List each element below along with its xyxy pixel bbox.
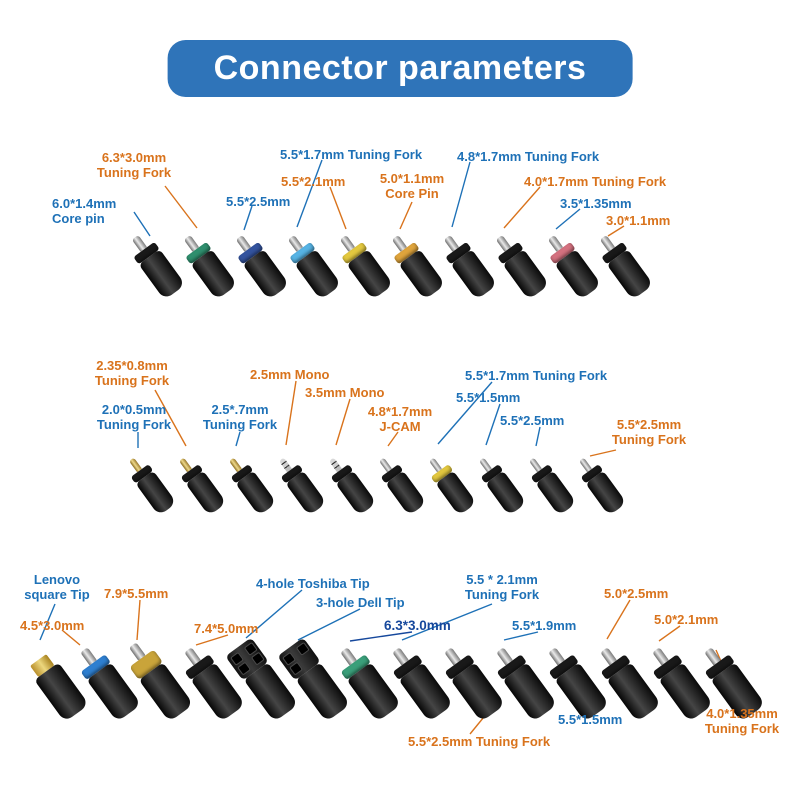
connector-strip-2 [128,440,675,516]
tip-hole [295,642,310,657]
connector-6.0x1.4mm-core-pin [125,230,186,300]
connector-5.5x1.5mm [472,453,527,516]
label-5.5x1.5mm: 5.5*1.5mm [456,390,521,405]
connector-3.5x1.35mm [541,230,602,300]
label-3-hole-dell-tip: 3-hole Dell Tip [316,595,405,610]
connector-4.8x1.7mm-j-cam [372,453,427,516]
connector-body [585,470,627,516]
label-3.5x1.35mm: 3.5*1.35mm [560,196,632,211]
connector-body [285,470,327,516]
connector-2.5x0.7mm-tuning-fork [222,453,277,516]
label-lenovo-square-tip: Lenovo square Tip [24,572,90,603]
connector-5.5x2.5mm [229,230,290,300]
label-4.8x1.7mm-tuning-fork: 4.8*1.7mm Tuning Fork [457,149,600,164]
label-5.5x2.5mm-tuning-fork: 5.5*2.5mm Tuning Fork [611,417,687,448]
connector-4.8x1.7mm-tuning-fork [437,230,498,300]
connector-body [335,470,377,516]
connector-5.5x2.5mm [522,453,577,516]
connector-body [485,470,527,516]
connector-6.3x3.0mm-tuning-fork [177,230,238,300]
connector-body [235,470,277,516]
label-5.5x2.1mm: 5.5*2.1mm [281,174,346,189]
connector-body [535,470,577,516]
label-6.3x3.0mm: 6.3*3.0mm [384,618,451,633]
label-5.0x2.1mm: 5.0*2.1mm [654,612,719,627]
connector-2.5mm-mono [272,453,327,516]
label-7.4x5.0mm: 7.4*5.0mm [194,621,259,636]
tip-hole [288,661,303,676]
leader-line [485,403,501,446]
label-4.0x1.35mm-tuning-fork: 4.0*1.35mm Tuning Fork [704,706,780,737]
label-5.5x1.7mm-tuning-fork: 5.5*1.7mm Tuning Fork [280,147,423,162]
leader-line [335,398,351,446]
label-7.9x5.5mm: 7.9*5.5mm [104,586,169,601]
label-5.0x1.1mm-core-pin: 5.0*1.1mm Core Pin [379,171,445,202]
connector-5.5x2.1mm [333,230,394,300]
connector-3.5mm-mono [322,453,377,516]
label-4.5x3.0mm: 4.5*3.0mm [20,618,85,633]
connector-body [135,470,177,516]
connector-5.5x1.7mm-tuning-fork [422,453,477,516]
label-5.5x2.1mm-tuning-fork: 5.5 * 2.1mm Tuning Fork [464,572,540,603]
connector-3.0x1.1mm [593,230,654,300]
label-2.5x0.7mm-tuning-fork: 2.5*.7mm Tuning Fork [202,402,278,433]
label-3.5mm-mono: 3.5mm Mono [305,385,385,400]
label-2.5mm-mono: 2.5mm Mono [250,367,330,382]
label-5.5x1.5mm: 5.5*1.5mm [558,712,623,727]
connector-5.0x1.1mm-core-pin [385,230,446,300]
label-3.0x1.1mm: 3.0*1.1mm [606,213,671,228]
label-4-hole-toshiba-tip: 4-hole Toshiba Tip [256,576,370,591]
connector-4.0x1.7mm-tuning-fork [489,230,550,300]
label-2.35x0.8mm-tuning-fork: 2.35*0.8mm Tuning Fork [94,358,170,389]
label-5.5x2.5mm: 5.5*2.5mm [226,194,291,209]
title-banner: Connector parameters [167,40,633,97]
label-2.0x0.5mm-tuning-fork: 2.0*0.5mm Tuning Fork [96,402,172,433]
connector-body [435,470,477,516]
connector-5.5x2.5mm-tuning-fork [572,453,627,516]
connector-2.0x0.5mm-tuning-fork [122,453,177,516]
label-4.8x1.7mm-j-cam: 4.8*1.7mm J-CAM [367,404,433,435]
label-6.3x3.0mm-tuning-fork: 6.3*3.0mm Tuning Fork [96,150,172,181]
label-6.0x1.4mm-core-pin: 6.0*1.4mm Core pin [52,196,117,227]
label-5.5x1.9mm: 5.5*1.9mm [512,618,577,633]
tip-hole [236,661,251,676]
label-5.0x2.5mm: 5.0*2.5mm [604,586,669,601]
page-title: Connector parameters [213,49,587,87]
label-5.5x1.7mm-tuning-fork: 5.5*1.7mm Tuning Fork [465,368,608,383]
label-4.0x1.7mm-tuning-fork: 4.0*1.7mm Tuning Fork [524,174,667,189]
connector-body [385,470,427,516]
leader-line [285,380,297,446]
label-5.5x2.5mm-tuning-fork: 5.5*2.5mm Tuning Fork [408,734,551,749]
connector-5.5x1.7mm-tuning-fork [281,230,342,300]
tip-hole [250,651,265,666]
connector-2.35x0.8mm-tuning-fork [172,453,227,516]
label-5.5x2.5mm: 5.5*2.5mm [500,413,565,428]
connector-body [185,470,227,516]
connector-strip-3 [30,630,780,723]
